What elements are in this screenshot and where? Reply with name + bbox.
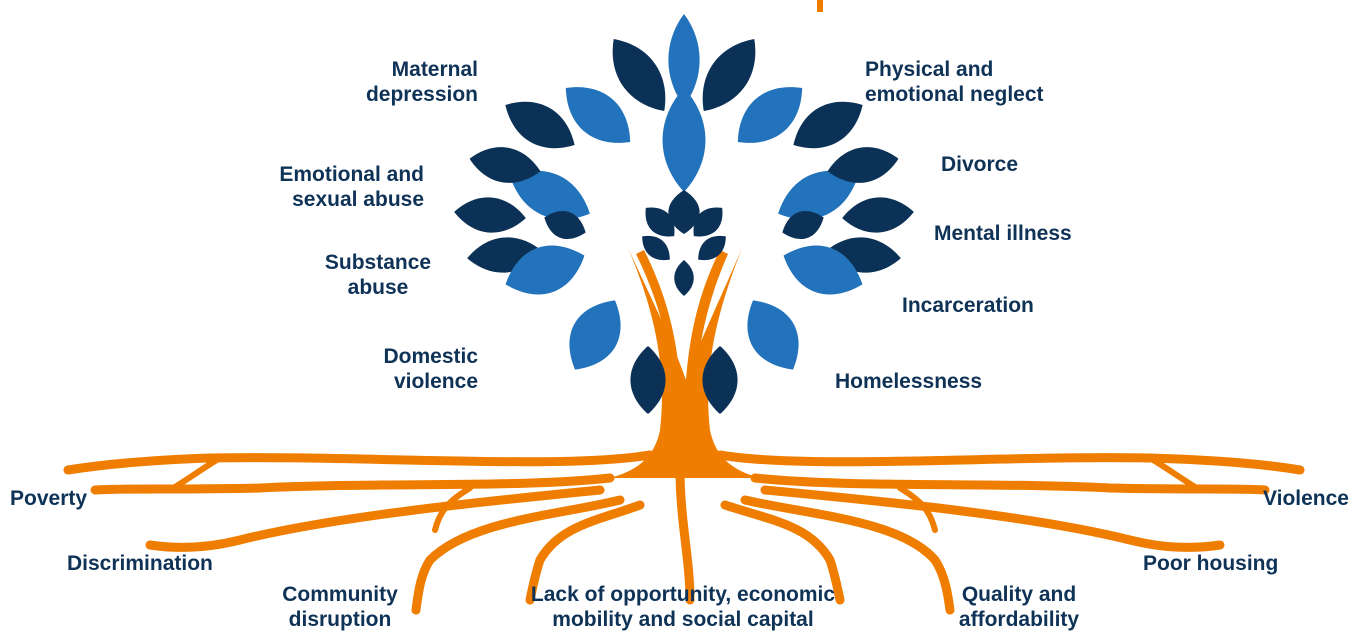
root-6 xyxy=(675,465,695,605)
trunk-body xyxy=(610,248,760,478)
label-community-disruption: Community disruption xyxy=(282,583,398,631)
label-discrimination: Discrimination xyxy=(67,552,213,575)
root-1 xyxy=(63,450,655,475)
leaf-19 xyxy=(544,211,586,239)
leaf-6 xyxy=(662,88,706,192)
leaf-30 xyxy=(674,260,694,296)
root-2 xyxy=(90,473,615,495)
leaf-18 xyxy=(783,245,863,295)
leaf-13 xyxy=(454,197,526,233)
title-fragment-mark xyxy=(817,0,823,12)
root-3 xyxy=(145,485,605,552)
leaf-28 xyxy=(642,235,670,261)
leaf-26 xyxy=(645,207,675,237)
root-12 xyxy=(167,455,223,493)
label-substance-abuse: Substance abuse xyxy=(324,251,432,299)
label-incarceration: Incarceration xyxy=(902,294,1034,317)
label-physical-emotional-neglect: Physical and emotional neglect xyxy=(865,58,1044,106)
leaf-12 xyxy=(827,147,899,183)
root-14 xyxy=(432,485,473,533)
leaf-5 xyxy=(737,87,803,143)
root-9 xyxy=(760,485,1225,552)
root-8 xyxy=(750,473,1270,495)
tree-roots xyxy=(63,450,1305,615)
label-quality-affordability: Quality and affordability xyxy=(958,583,1080,631)
leaf-27 xyxy=(693,207,723,237)
label-violence: Violence xyxy=(1263,487,1349,510)
root-11 xyxy=(720,500,845,605)
leaf-7 xyxy=(505,101,575,149)
root-13 xyxy=(1147,455,1203,493)
leaf-9 xyxy=(510,170,590,220)
root-15 xyxy=(897,485,938,533)
leaf-22 xyxy=(747,300,799,370)
leaf-20 xyxy=(782,211,824,239)
leaf-24 xyxy=(702,346,738,414)
leaf-8 xyxy=(793,101,863,149)
leaf-17 xyxy=(505,245,585,295)
leaf-14 xyxy=(842,197,914,233)
trunk-branch-left xyxy=(636,250,680,380)
root-7 xyxy=(715,450,1305,475)
tree-trunk xyxy=(610,248,760,478)
label-mental-illness: Mental illness xyxy=(934,222,1072,245)
tree-canopy xyxy=(454,14,914,414)
label-poor-housing: Poor housing xyxy=(1143,552,1279,575)
label-lack-of-opportunity: Lack of opportunity, economic mobility a… xyxy=(530,583,836,631)
label-divorce: Divorce xyxy=(941,153,1019,176)
root-5 xyxy=(525,500,645,605)
leaf-25 xyxy=(668,190,700,234)
leaf-11 xyxy=(469,147,541,183)
label-domestic-violence: Domestic violence xyxy=(383,345,478,393)
leaf-2 xyxy=(612,38,666,112)
leaf-4 xyxy=(565,87,631,143)
label-homelessness: Homelessness xyxy=(835,370,983,393)
leaf-21 xyxy=(569,300,621,370)
label-emotional-sexual-abuse: Emotional and sexual abuse xyxy=(279,163,424,211)
label-maternal-depression: Maternal depression xyxy=(365,58,478,106)
leaf-1 xyxy=(668,14,700,106)
leaf-29 xyxy=(698,235,726,261)
leaf-10 xyxy=(778,170,858,220)
label-poverty: Poverty xyxy=(10,487,88,510)
leaf-3 xyxy=(702,38,756,112)
leaf-23 xyxy=(630,346,666,414)
trunk-branch-right xyxy=(686,250,728,380)
root-4 xyxy=(411,495,625,615)
root-10 xyxy=(740,495,955,615)
